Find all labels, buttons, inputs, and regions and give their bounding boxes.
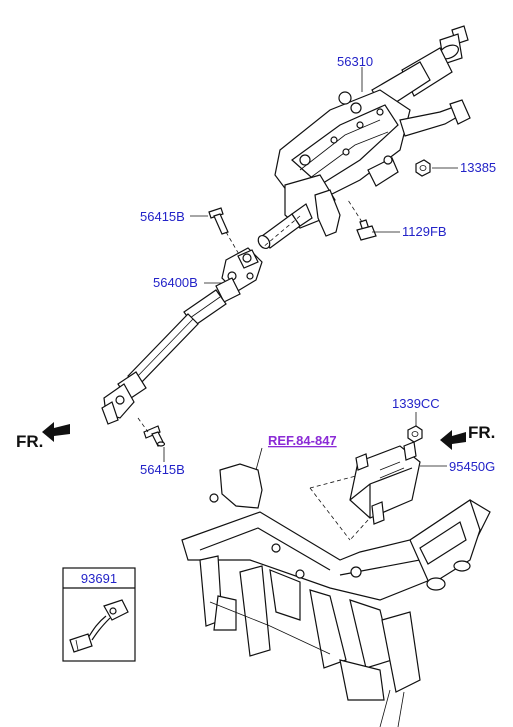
bolt-56415b-lower[interactable] [143,425,166,447]
part-label-56415b-upper[interactable]: 56415B [140,209,185,224]
bolt-56415b-upper[interactable] [208,207,229,235]
part-label-95450g[interactable]: 95450G [449,459,495,474]
control-module-95450g[interactable] [349,441,421,525]
leader-lines [137,67,458,541]
nut-1339cc[interactable] [407,425,423,443]
nut-13385[interactable] [415,159,431,177]
connector-box-title: 93691 [81,571,117,586]
bolt-1129fb[interactable] [356,219,377,241]
cowl-cross-member [181,463,491,727]
connector-box-93691[interactable]: 93691 [62,567,136,662]
reference-label[interactable]: REF.84-847 [268,433,337,448]
part-label-56400b[interactable]: 56400B [153,275,198,290]
arrow-left-icon [440,430,466,450]
part-label-13385[interactable]: 13385 [460,160,496,175]
arrow-left-icon [42,422,70,442]
front-label-left: FR. [16,432,43,451]
front-indicator-left: FR. [16,422,70,451]
part-label-56310[interactable]: 56310 [337,54,373,69]
steering-column-assembly[interactable] [256,25,471,251]
front-label-right: FR. [468,423,495,442]
intermediate-shaft-joint[interactable] [101,247,263,425]
part-label-1339cc[interactable]: 1339CC [392,396,440,411]
part-label-1129fb[interactable]: 1129FB [402,224,447,239]
front-indicator-right: FR. [440,423,495,450]
part-label-56415b-lower[interactable]: 56415B [140,462,185,477]
